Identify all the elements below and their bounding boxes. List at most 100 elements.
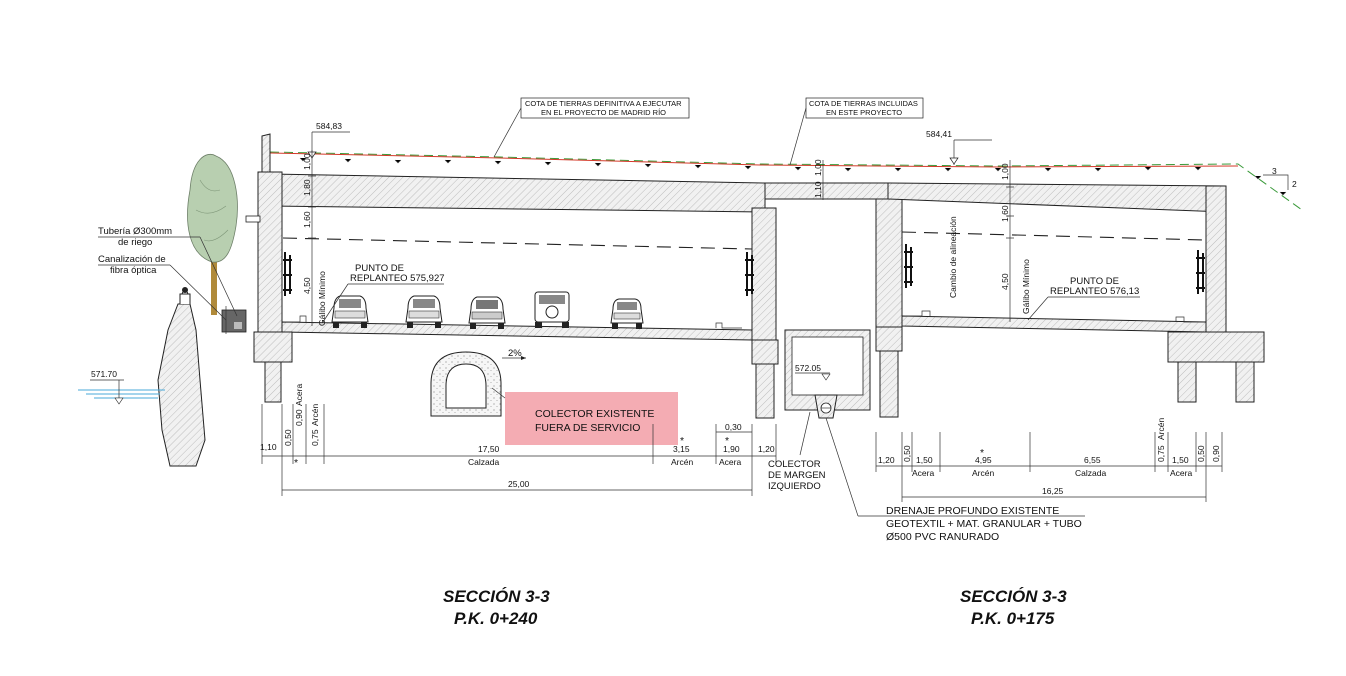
vehicles [331,291,644,329]
dim-l-100: 1,00 [302,153,312,170]
acera-left-v: Acera [294,384,304,406]
dim-l-030: 0,30 [725,422,742,432]
terrain-lines: 3 2 [269,151,1303,211]
dim-l-450: 4,50 [302,277,312,294]
dim-l-2500: 25,00 [508,479,530,489]
water-lines [78,389,165,399]
dim-l-180: 1,80 [302,179,312,196]
right-rail-barriers [904,244,1205,294]
dim-r-120: 1,20 [878,455,895,465]
section-titles: SECCIÓN 3-3 P.K. 0+240 SECCIÓN 3-3 P.K. … [443,587,1067,628]
level-left-text: 584,83 [316,121,342,131]
punto-right-1: PUNTO DE [1070,276,1119,287]
acera-right-2: Acera [1170,468,1192,478]
calzada-left: Calzada [468,457,499,467]
dim-l-160: 1,60 [302,211,312,228]
dim-l-110: 1,10 [260,442,277,452]
drenaje-line1: DRENAJE PROFUNDO EXISTENTE [886,505,1059,517]
asterisk-r: * [980,447,984,459]
dim-r-090: 0,90 [1211,445,1221,462]
dim-m-100: 1,00 [813,159,823,176]
car-icon [405,295,443,328]
green-earth-line [269,151,1303,211]
car-icon [331,295,369,328]
cambio-alineacion: Cambio de alineación [948,216,958,298]
slope-h-label: 2 [1292,179,1297,189]
riego-line1: Tubería Ø300mm [98,226,172,237]
arcen-right: Arcén [972,468,994,478]
arcen-left: Arcén [671,457,693,467]
grass-ticks [299,157,1287,196]
dim-l-050: 0,50 [283,429,293,446]
collector-highlight [505,392,678,445]
dim-l-315: 3,15 [673,444,690,454]
dim-l-090: 0,90 [294,409,304,426]
earth-notes: COTA DE TIERRAS DEFINITIVA A EJECUTAR EN… [493,97,924,166]
note-inc-line2: EN ESTE PROYECTO [826,108,902,117]
dim-l-120: 1,20 [758,444,775,454]
red-earth-line [269,152,1239,168]
dim-r-050b: 0,50 [1196,445,1206,462]
water-level-text: 571.70 [91,369,117,379]
level-marker-left: 584,83 [307,121,350,159]
level-marker-right: 584,41 [926,129,992,165]
arcen-right-v: Arcén [1156,418,1166,440]
asterisk-l3: * [725,435,729,447]
left-rail-barriers [283,252,754,296]
suv-icon [534,291,570,328]
calzada-right: Calzada [1075,468,1106,478]
dim-r-160: 1,60 [1000,205,1010,222]
slope-v-label: 3 [1272,166,1277,176]
margen-line3: IZQUIERDO [768,481,821,492]
punto-left-2: REPLANTEO 575,927 [350,273,445,284]
dim-r-150: 1,50 [916,455,933,465]
dim-l-1750: 17,50 [478,444,500,454]
dim-r-050: 0,50 [902,445,912,462]
title-right-2: P.K. 0+175 [971,609,1055,628]
dim-m-110: 1,10 [813,181,823,198]
fibra-line2: fibra óptica [110,265,157,276]
riverbank: 571.70 Tubería Ø300mm de riego Canalizac… [78,154,247,467]
right-horizontal-dims: 1,20 0,50 1,50 Acera * 4,95 Arcén 6,55 C… [875,418,1223,502]
level-right-text: 584,41 [926,129,952,139]
dim-r-100: 1,00 [1000,163,1010,180]
acera-left: Acera [719,457,741,467]
left-horizontal-dims: 1,10 0,50 0,90 Acera 0,75 Arcén * 17,50 … [260,384,777,496]
collector-text-line1: COLECTOR EXISTENTE [535,408,654,420]
fibra-line1: Canalización de [98,254,166,265]
right-section-structure: 1,00 1,60 4,50 Gálibo Mínimo Cambio de a… [887,160,1265,403]
dim-r-655: 6,55 [1084,455,1101,465]
drenaje-line3: Ø500 PVC RANURADO [886,531,999,543]
left-section-structure: 2% [245,133,779,419]
collector-text-line2: FUERA DE SERVICIO [535,422,640,434]
asterisk-l2: * [680,435,684,447]
dim-r-150b: 1,50 [1172,455,1189,465]
car-icon [468,296,506,329]
drenaje-line2: GEOTEXTIL + MAT. GRANULAR + TUBO [886,518,1082,530]
asterisk-l1: * [294,457,298,469]
dim-r-075: 0,75 [1156,445,1166,462]
galibo-left: Gálibo Mínimo [317,271,327,326]
pavement-slope: 2% [508,348,522,359]
dim-r-495: 4,95 [975,455,992,465]
note-def-line2: EN EL PROYECTO DE MADRID RÍO [541,108,666,117]
title-left-1: SECCIÓN 3-3 [443,587,550,606]
punto-right-2: REPLANTEO 576,13 [1050,286,1139,297]
galibo-right: Gálibo Mínimo [1021,259,1031,314]
collector-level-text: 572.05 [795,363,821,373]
acera-right: Acera [912,468,934,478]
existing-collector: COLECTOR EXISTENTE FUERA DE SERVICIO [430,351,678,445]
arcen-left-v: Arcén [310,404,320,426]
note-def-line1: COTA DE TIERRAS DEFINITIVA A EJECUTAR [525,99,682,108]
dim-l-075: 0,75 [310,429,320,446]
dim-l-190: 1,90 [723,444,740,454]
punto-left-1: PUNTO DE [355,263,404,274]
title-left-2: P.K. 0+240 [454,609,538,628]
title-right-1: SECCIÓN 3-3 [960,587,1067,606]
left-vertical-dims: 1,00 1,80 1,60 4,50 Gálibo Mínimo PUNTO … [302,150,445,326]
margen-line1: COLECTOR [768,459,821,470]
dim-r-1625: 16,25 [1042,486,1064,496]
riego-line2: de riego [118,237,152,248]
note-inc-line1: COTA DE TIERRAS INCLUIDAS [809,99,918,108]
